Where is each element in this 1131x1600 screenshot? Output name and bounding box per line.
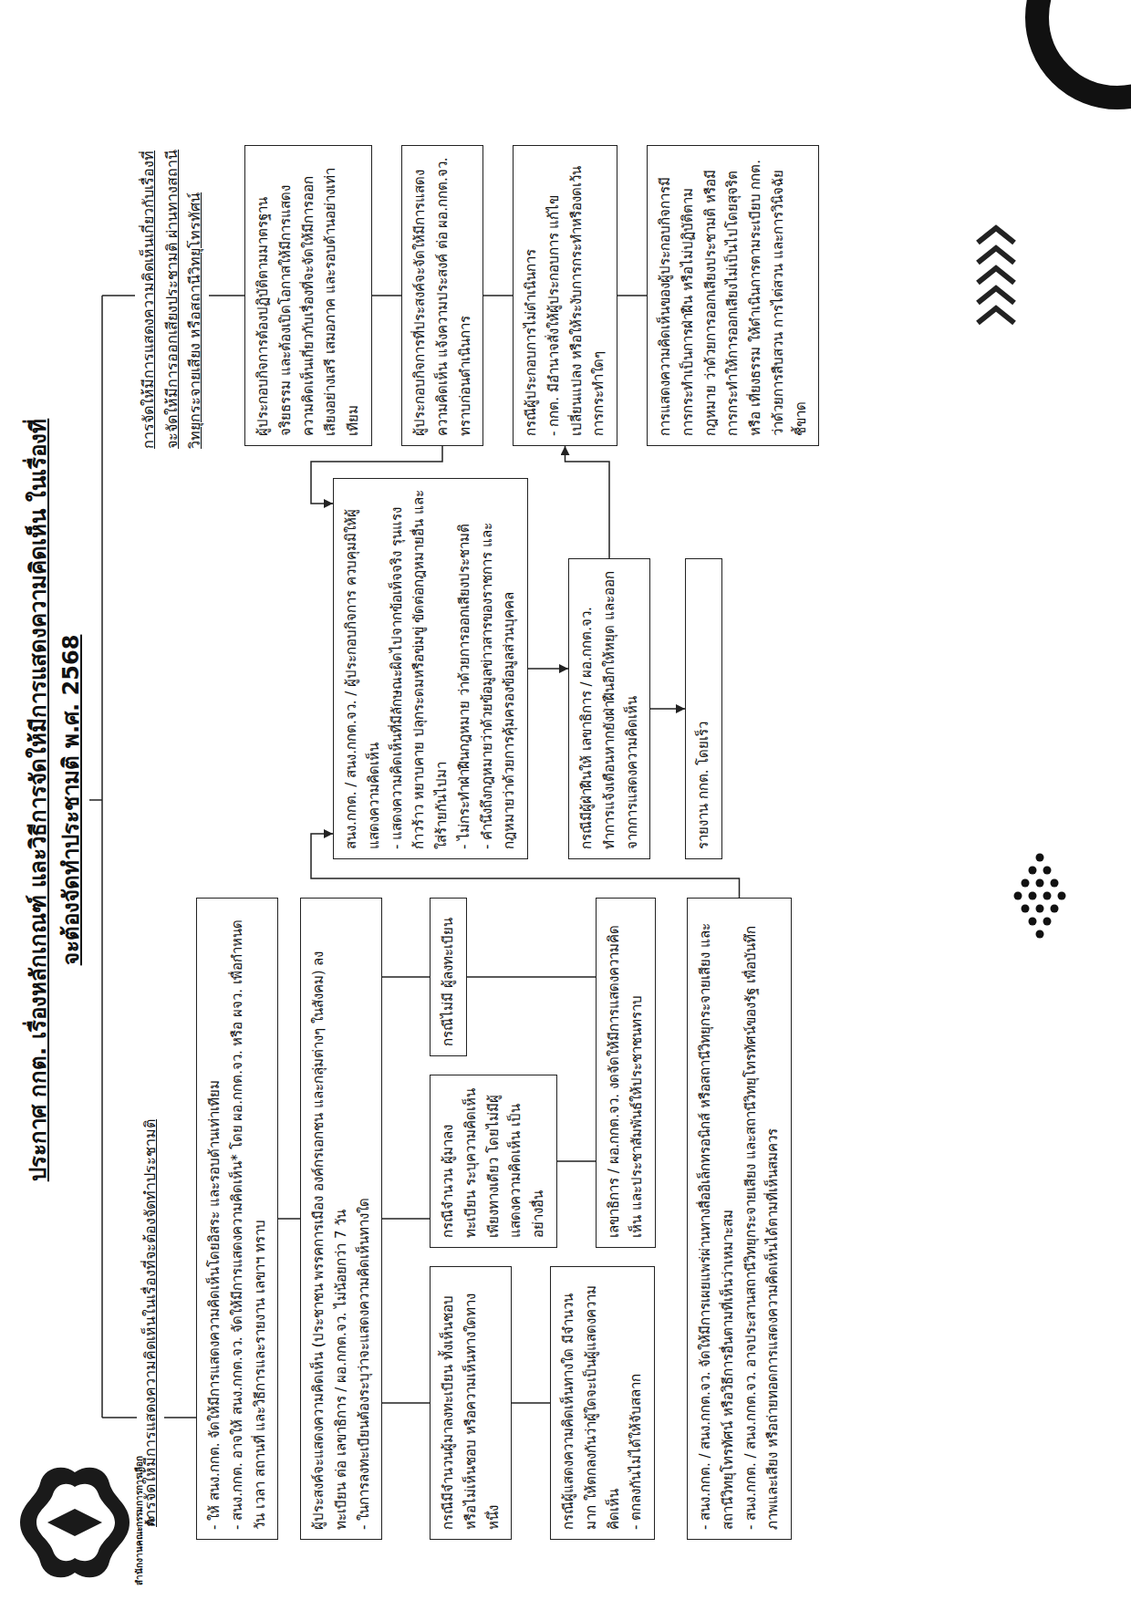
process-box: สนง.กกต. / สนง.กกต.จว. / ผู้ประกอบกิจการ… — [332, 477, 529, 860]
branch-heading: การจัดให้มีการแสดงความคิดเห็นเกี่ยวกับเร… — [136, 138, 208, 449]
logo-emblem — [20, 1467, 130, 1578]
tree-drop — [102, 1416, 137, 1419]
logo-caption: สำนักงานคณะกรรมการการเลือกตั้ง — [133, 1452, 157, 1589]
tree-drop — [208, 294, 245, 297]
dot — [1036, 904, 1045, 914]
dot — [1050, 904, 1059, 914]
connector — [557, 1160, 596, 1163]
connector — [382, 1217, 430, 1220]
process-box: - สนง.กกต. / สนง.กกต.จว. จัดให้มีการเผยแ… — [686, 897, 792, 1540]
chevron — [977, 248, 1015, 263]
connector — [483, 294, 513, 297]
connector — [382, 975, 430, 978]
box-text: - แสดงความคิดเห็นที่มีลักษณะผิดไปจากข้อเ… — [385, 487, 454, 850]
box-text: กรณีไม่มี ผู้ลงทะเบียน — [436, 907, 460, 1047]
chevron — [977, 308, 1015, 323]
process-box: กรณีไม่มี ผู้ลงทะเบียน — [429, 897, 467, 1057]
tree-stem — [89, 798, 103, 801]
process-box: กรณีผู้ประกอบการไม่ดำเนินการ- กกต. มีอำน… — [512, 145, 618, 447]
dot — [1028, 866, 1038, 875]
process-box: กรณีผู้แสดงความคิดเห็นทางใด มีจำนวนมาก ใ… — [549, 1265, 655, 1540]
box-text: - ตกลงกันไม่ได้ให้จับสลาก — [624, 1276, 648, 1530]
box-text: - สนง.กกต. อาจให้ สนง.กกต.จว. จัดให้มีกา… — [226, 907, 272, 1530]
dot — [1058, 892, 1067, 901]
connector — [466, 975, 596, 978]
box-text: สนง.กกต. / สนง.กกต.จว. / ผู้ประกอบกิจการ… — [340, 487, 386, 850]
box-text: กรณีผู้ประกอบการไม่ดำเนินการ — [519, 155, 543, 436]
dot — [1028, 917, 1038, 926]
process-box: ผู้ประกอบกิจการต้องปฏิบัติตามมาตรฐานจริย… — [244, 145, 373, 447]
process-box: กรณีมีผู้ฝ่าฝืนให้ เลขาธิการ / ผอ.กกต.จว… — [568, 558, 651, 860]
logo-outline — [20, 1467, 130, 1578]
process-box: การแสดงความคิดเห็นของผู้ประกอบกิจการมีกา… — [646, 145, 820, 447]
box-text: - ไม่กระทำฝ่าฝืนกฎหมาย ว่าด้วยการออกเสีย… — [453, 487, 477, 850]
connector — [617, 294, 647, 297]
dot — [1021, 904, 1030, 914]
box-text: - คำนึงถึงกฎหมายว่าด้วยข้อมูลข่าวสารของร… — [476, 487, 522, 850]
process-box: ผู้ประกอบกิจการที่ประสงค์จะจัดให้มีการแส… — [401, 145, 484, 447]
dot — [1036, 853, 1045, 862]
box-text: กรณีมีจำนวนผู้มาลงทะเบียน ทั้งเห็นชอบ หร… — [436, 1276, 505, 1530]
box-text: ผู้ประกอบกิจการที่ประสงค์จะจัดให้มีการแส… — [408, 155, 477, 436]
chevron-row — [977, 228, 1015, 323]
process-box: กรณีมีจำนวนผู้มาลงทะเบียน ทั้งเห็นชอบ หร… — [429, 1265, 512, 1540]
dot — [1036, 930, 1045, 939]
dot — [1014, 892, 1023, 901]
dot — [1043, 917, 1052, 926]
logo-inner — [36, 1483, 115, 1562]
process-box: กรณีจำนวน ผู้มาลงทะเบียน ระบุความคิดเห็น… — [429, 1074, 558, 1248]
box-text: - ให้ สนง.กกต. จัดให้มีการแสดงความคิดเห็… — [203, 907, 227, 1530]
dot — [1036, 879, 1045, 888]
connector — [382, 1401, 430, 1404]
tree-bar — [101, 295, 104, 1418]
box-text: รายงาน กกต. โดยเร็ว — [692, 568, 716, 850]
process-box: - ให้ สนง.กกต. จัดให้มีการแสดงความคิดเห็… — [196, 897, 279, 1540]
dot — [1021, 879, 1030, 888]
dot — [1028, 892, 1038, 901]
corner-arc — [1037, 0, 1131, 98]
dot — [1050, 879, 1059, 888]
dot — [1043, 892, 1052, 901]
chevron — [977, 288, 1015, 303]
process-box: เลขาธิการ / ผอ.กกต.จว. งดจัดให้มีการแสดง… — [595, 897, 656, 1248]
box-text: การแสดงความคิดเห็นของผู้ประกอบกิจการมีกา… — [653, 155, 812, 436]
process-box: รายงาน กกต. โดยเร็ว — [684, 558, 723, 860]
box-text: กรณีจำนวน ผู้มาลงทะเบียน ระบุความคิดเห็น… — [436, 1084, 550, 1238]
tree-drop — [102, 294, 135, 297]
chevron — [977, 268, 1015, 283]
box-text: - สนง.กกต. / สนง.กกต.จว. อาจประสานสถานีว… — [739, 907, 786, 1530]
connector — [650, 707, 685, 710]
box-text: ผู้ประกอบกิจการต้องปฏิบัติตามมาตรฐานจริย… — [251, 155, 365, 436]
box-text: - สนง.กกต. / สนง.กกต.จว. จัดให้มีการเผยแ… — [694, 907, 740, 1530]
connector — [511, 1401, 550, 1404]
page-title: ประกาศ กกต. เรื่องหลักเกณฑ์ และวิธีการจั… — [21, 407, 88, 1193]
tree-drop — [164, 1416, 197, 1419]
box-text: - ในการลงทะเบียนต้องระบุว่าจะแสดงความคิด… — [352, 907, 376, 1530]
process-box: ผู้ประสงค์จะแสดงความคิดเห็น (ประชาชน พรร… — [300, 897, 383, 1540]
box-text: กรณีมีผู้ฝ่าฝืนให้ เลขาธิการ / ผอ.กกต.จว… — [575, 568, 644, 850]
box-text: กรณีผู้แสดงความคิดเห็นทางใด มีจำนวนมาก ใ… — [557, 1276, 625, 1530]
connector — [372, 294, 402, 297]
box-text: - กกต. มีอำนาจสั่งให้ผู้ประกอบการ แก้ไข … — [542, 155, 611, 436]
box-text: เลขาธิการ / ผอ.กกต.จว. งดจัดให้มีการแสดง… — [602, 907, 649, 1238]
dot-pattern — [1014, 853, 1067, 939]
connector — [528, 667, 569, 670]
chevron — [977, 228, 1015, 243]
connector — [278, 1217, 301, 1220]
connector — [565, 446, 611, 559]
branch-heading: การจัดให้มีการแสดงความคิดเห็นในเรื่องที่… — [138, 943, 163, 1527]
dot — [1043, 866, 1052, 875]
logo-core — [47, 1508, 103, 1536]
box-text: ผู้ประสงค์จะแสดงความคิดเห็น (ประชาชน พรร… — [307, 907, 353, 1530]
